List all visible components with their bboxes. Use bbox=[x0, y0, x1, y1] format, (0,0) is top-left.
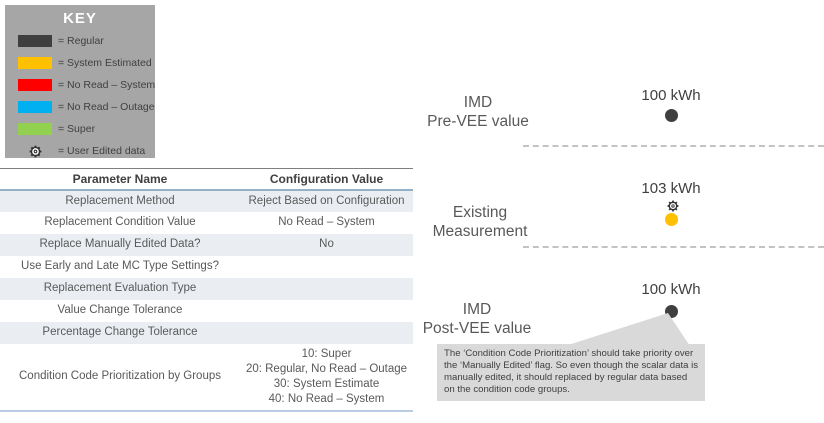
parameter-name-cell: Use Early and Late MC Type Settings? bbox=[21, 260, 219, 272]
legend-label: = No Read – Outage bbox=[58, 101, 155, 113]
existing-value-label: 103 kWh bbox=[641, 180, 701, 197]
priority-group-line: 10: Super bbox=[301, 347, 352, 360]
legend-item-no-read-outage: = No Read – Outage bbox=[5, 96, 155, 118]
parameter-name-cell: Value Change Tolerance bbox=[57, 304, 183, 316]
legend-label: = Regular bbox=[58, 35, 104, 47]
table-row: Replacement Method Reject Based on Confi… bbox=[0, 189, 413, 212]
imd-pre-vee-label: IMD Pre-VEE value bbox=[427, 94, 529, 130]
configuration-value-cell: No bbox=[319, 238, 334, 250]
existing-data-point bbox=[665, 213, 678, 226]
legend-label: = No Read – System bbox=[58, 79, 156, 91]
table-row: Replace Manually Edited Data? No bbox=[0, 233, 413, 256]
column-header-configuration-value: Configuration Value bbox=[240, 168, 413, 191]
table-row: Value Change Tolerance bbox=[0, 299, 413, 322]
configuration-value-cell bbox=[240, 322, 413, 344]
super-color-swatch bbox=[18, 123, 52, 135]
table-row: Percentage Change Tolerance bbox=[0, 321, 413, 344]
table-row: Use Early and Late MC Type Settings? bbox=[0, 255, 413, 278]
priority-group-line: 20: Regular, No Read – Outage bbox=[245, 362, 408, 375]
table-row: Replacement Evaluation Type bbox=[0, 277, 413, 300]
gear-icon bbox=[18, 145, 52, 158]
column-header-parameter-name: Parameter Name bbox=[0, 168, 240, 191]
no-read-outage-color-swatch bbox=[18, 101, 52, 113]
parameter-name-cell: Replacement Method bbox=[65, 194, 175, 207]
configuration-value-cell: Reject Based on Configuration bbox=[248, 194, 405, 207]
system-estimated-color-swatch bbox=[18, 57, 52, 69]
legend-item-user-edited: = User Edited data bbox=[5, 140, 155, 162]
separator-dashed-line bbox=[523, 246, 824, 248]
legend-label: = Super bbox=[58, 123, 96, 135]
legend-item-regular: = Regular bbox=[5, 30, 155, 52]
legend-item-system-estimated: = System Estimated bbox=[5, 52, 155, 74]
table-row: Replacement Condition Value No Read – Sy… bbox=[0, 211, 413, 234]
parameter-name-cell: Replacement Condition Value bbox=[44, 216, 196, 228]
pre-vee-data-point bbox=[665, 109, 678, 122]
pre-vee-value-label: 100 kWh bbox=[641, 87, 701, 104]
separator-dashed-line bbox=[523, 145, 824, 147]
no-read-system-color-swatch bbox=[18, 79, 52, 91]
parameter-name-cell: Replacement Evaluation Type bbox=[43, 282, 197, 294]
parameter-name-cell: Percentage Change Tolerance bbox=[42, 326, 198, 338]
key-title: KEY bbox=[63, 10, 97, 27]
configuration-value-cell bbox=[240, 300, 413, 322]
legend-item-no-read-system: = No Read – System bbox=[5, 74, 155, 96]
table-header-row: Parameter Name Configuration Value bbox=[0, 168, 413, 191]
priority-group-line: 30: System Estimate bbox=[273, 377, 380, 390]
configuration-value-cell: No Read – System bbox=[278, 216, 375, 228]
table-row: Condition Code Prioritization by Groups … bbox=[0, 343, 413, 411]
user-edited-gear-icon bbox=[667, 199, 679, 212]
callout-note: The ‘Condition Code Prioritization’ shou… bbox=[437, 344, 705, 401]
post-vee-value-label: 100 kWh bbox=[641, 281, 701, 298]
configuration-value-cell bbox=[240, 256, 413, 278]
regular-color-swatch bbox=[18, 35, 52, 47]
legend-item-super: = Super bbox=[5, 118, 155, 140]
imd-post-vee-label: IMD Post-VEE value bbox=[422, 301, 532, 337]
key-legend: KEY = Regular = System Estimated = No Re… bbox=[5, 5, 155, 158]
callout-pointer bbox=[565, 313, 690, 346]
parameter-name-cell: Condition Code Prioritization by Groups bbox=[19, 370, 221, 382]
configuration-table: Parameter Name Configuration Value Repla… bbox=[0, 168, 413, 412]
legend-label: = System Estimated bbox=[58, 57, 152, 69]
parameter-name-cell: Replace Manually Edited Data? bbox=[39, 238, 201, 250]
configuration-value-cell: 10: Super 20: Regular, No Read – Outage … bbox=[240, 344, 413, 411]
priority-group-line: 40: No Read – System bbox=[268, 392, 385, 405]
legend-label: = User Edited data bbox=[58, 145, 146, 157]
configuration-value-cell bbox=[240, 278, 413, 300]
existing-measurement-label: Existing Measurement bbox=[432, 204, 528, 240]
